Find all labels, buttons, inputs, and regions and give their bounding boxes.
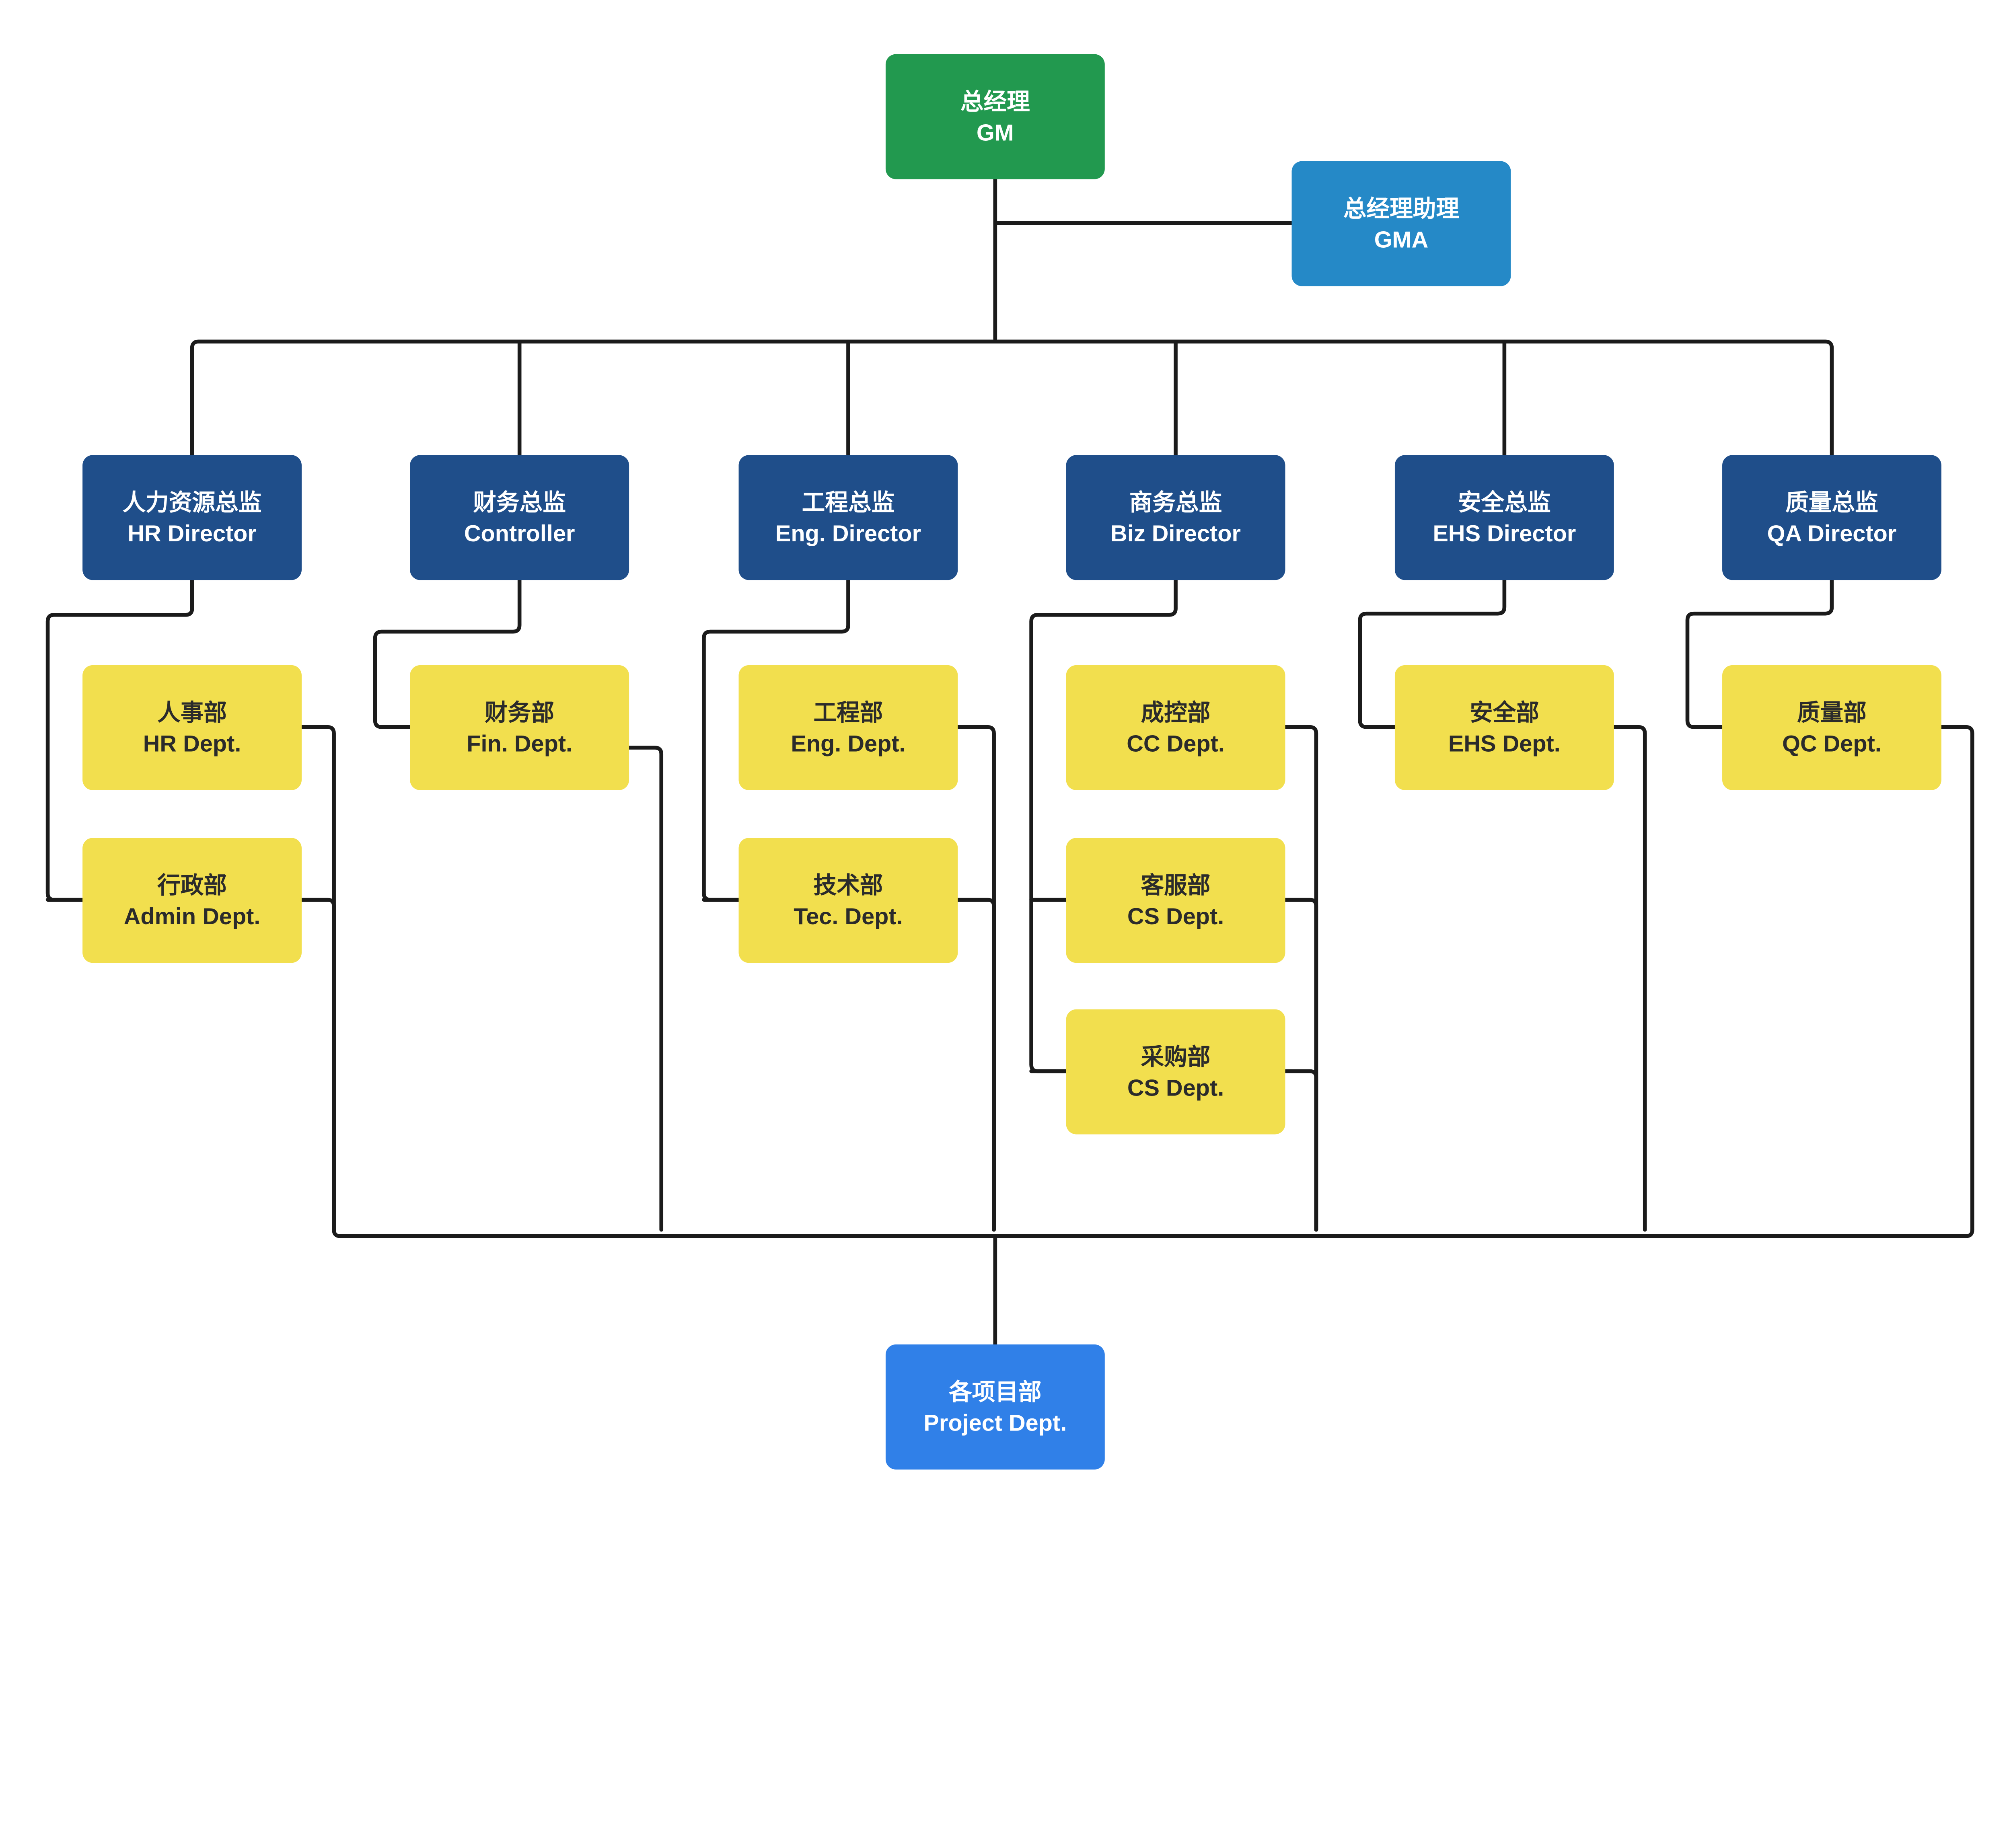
department-node-shape (738, 665, 958, 790)
department-node-shape (1394, 665, 1614, 790)
department-node-shape (82, 665, 302, 790)
director-node-label-en: Eng. Director (775, 521, 921, 547)
gm-node-label-en: GM (977, 120, 1014, 146)
director-node-label-en: EHS Director (1433, 521, 1576, 547)
department-node-label-zh: 技术部 (813, 873, 883, 898)
gma-node-shape (1291, 161, 1511, 286)
project-node[interactable]: 各项目部 Project Dept. (885, 1344, 1105, 1470)
department-to-project-line (1283, 898, 1318, 1232)
gma-node[interactable]: 总经理助理 GMA (1291, 161, 1511, 286)
project-node-label-en: Project Dept. (923, 1410, 1067, 1436)
department-node[interactable]: 客服部 CS Dept. (1066, 838, 1285, 963)
department-to-project-line (300, 898, 336, 1232)
department-node[interactable]: 质量部 QC Dept. (1722, 665, 1941, 790)
gma-node-label-zh: 总经理助理 (1343, 196, 1459, 222)
gma-node-label-en: GMA (1374, 227, 1429, 253)
connector-lines (45, 177, 1974, 1346)
director-node-label-zh: 安全总监 (1458, 490, 1551, 516)
department-node-label-zh: 成控部 (1141, 700, 1211, 726)
director-node-shape (1722, 455, 1941, 580)
department-node-label-en: Fin. Dept. (467, 731, 572, 757)
project-node-label-zh: 各项目部 (949, 1379, 1042, 1405)
department-node[interactable]: 工程部 Eng. Dept. (738, 665, 958, 790)
department-node-shape (1066, 838, 1285, 963)
director-node-shape (1066, 455, 1285, 580)
director-to-department-line (1358, 578, 1507, 729)
director-node-label-en: HR Director (127, 521, 257, 547)
department-node-label-en: Tec. Dept. (794, 904, 903, 929)
department-node-label-en: Eng. Dept. (791, 731, 905, 757)
director-node[interactable]: 财务总监 Controller (410, 455, 629, 580)
department-node-label-zh: 安全部 (1470, 700, 1539, 726)
director-to-department-line (373, 578, 522, 729)
department-node-shape (1066, 1009, 1285, 1135)
department-node[interactable]: 人事部 HR Dept. (82, 665, 302, 790)
department-node-label-zh: 行政部 (157, 873, 227, 898)
department-to-project-line (1612, 725, 1647, 1232)
department-node-shape (1066, 665, 1285, 790)
department-to-project-line (1283, 725, 1318, 1232)
director-node[interactable]: 人力资源总监 HR Director (82, 455, 302, 580)
director-node[interactable]: 工程总监 Eng. Director (738, 455, 958, 580)
department-to-project-line (300, 725, 336, 1232)
gm-node-shape (885, 54, 1105, 179)
department-node[interactable]: 安全部 EHS Dept. (1394, 665, 1614, 790)
director-node-label-zh: 质量总监 (1785, 490, 1878, 516)
chart-nodes: 总经理 GM 总经理助理 GMA 各项目部 Project Dept. 人力资源总监 HR D… (82, 54, 1941, 1470)
department-to-project-line (956, 725, 996, 1232)
director-node-label-zh: 人力资源总监 (123, 490, 262, 516)
department-node-label-en: CC Dept. (1127, 731, 1225, 757)
director-node[interactable]: 商务总监 Biz Director (1066, 455, 1285, 580)
director-node[interactable]: 质量总监 QA Director (1722, 455, 1941, 580)
department-node-shape (738, 838, 958, 963)
department-node[interactable]: 技术部 Tec. Dept. (738, 838, 958, 963)
director-node-label-zh: 财务总监 (473, 490, 566, 516)
department-node[interactable]: 采购部 CS Dept. (1066, 1009, 1285, 1135)
department-node[interactable]: 成控部 CC Dept. (1066, 665, 1285, 790)
department-node-label-en: CS Dept. (1127, 904, 1224, 929)
director-to-department-line (1685, 578, 1834, 729)
department-node-label-en: QC Dept. (1782, 731, 1881, 757)
department-node-label-zh: 采购部 (1141, 1044, 1211, 1070)
director-node-label-en: QA Director (1767, 521, 1897, 547)
director-node-shape (82, 455, 302, 580)
department-node-label-en: EHS Dept. (1448, 731, 1561, 757)
department-to-project-line (1939, 725, 1974, 1232)
department-node-label-en: HR Dept. (143, 731, 241, 757)
project-node-shape (885, 1344, 1105, 1470)
department-node-label-en: CS Dept. (1127, 1075, 1224, 1101)
department-node-label-zh: 财务部 (485, 700, 554, 726)
department-to-project-line (1283, 1069, 1318, 1232)
department-node[interactable]: 财务部 Fin. Dept. (410, 665, 629, 790)
department-to-project-line (627, 746, 664, 1232)
director-node-label-zh: 工程总监 (802, 490, 895, 516)
department-to-project-line (956, 898, 996, 1232)
department-node[interactable]: 行政部 Admin Dept. (82, 838, 302, 963)
director-bus-line (190, 339, 1834, 457)
gm-node[interactable]: 总经理 GM (885, 54, 1105, 179)
director-node-shape (738, 455, 958, 580)
director-node-label-en: Controller (464, 521, 575, 547)
department-node-shape (410, 665, 629, 790)
director-node[interactable]: 安全总监 EHS Director (1394, 455, 1614, 580)
department-node-label-zh: 质量部 (1797, 700, 1867, 726)
director-to-department-line (1029, 578, 1178, 1073)
department-node-label-zh: 客服部 (1141, 873, 1211, 898)
director-drop-line (517, 339, 1507, 457)
director-node-shape (410, 455, 629, 580)
department-node-shape (82, 838, 302, 963)
director-node-label-en: Biz Director (1110, 521, 1241, 547)
department-node-label-en: Admin Dept. (124, 904, 261, 929)
project-bus-line (332, 1227, 1974, 1346)
director-node-label-zh: 商务总监 (1129, 490, 1222, 516)
department-node-label-zh: 工程部 (813, 700, 883, 726)
director-node-shape (1394, 455, 1614, 580)
org-chart: 总经理 GM 总经理助理 GMA 各项目部 Project Dept. 人力资源总监 HR D… (45, 54, 1974, 1470)
department-node-label-zh: 人事部 (157, 700, 227, 726)
department-node-shape (1722, 665, 1941, 790)
gm-node-label-zh: 总经理 (960, 89, 1030, 115)
